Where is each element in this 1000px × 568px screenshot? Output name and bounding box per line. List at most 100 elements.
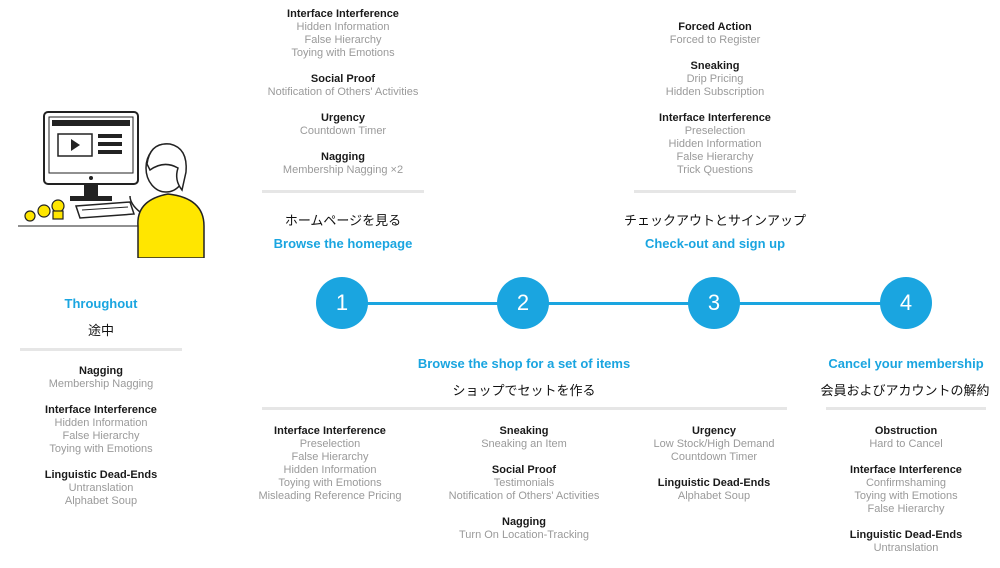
pattern-item: Membership Nagging ×2 [282,164,404,176]
pattern-item: Hidden Information [54,417,148,429]
pattern-heading: Interface Interference [45,404,157,416]
stage-4-node: 4 [880,277,932,329]
pattern-heading: Nagging [79,365,123,377]
stage-3-bottom-patterns: Urgency Low Stock/High Demand Countdown … [632,425,796,516]
pattern-item: Confirmshaming [865,477,947,489]
pattern-heading: Interface Interference [850,464,962,476]
pattern-item: Notification of Others' Activities [448,490,600,502]
pattern-heading: Nagging [321,151,365,163]
pattern-item: Trick Questions [676,164,753,176]
pattern-item: Alphabet Soup [64,495,138,507]
pattern-group: Social Proof Notification of Others' Act… [262,73,424,99]
pattern-group: Interface Interference Hidden Informatio… [20,404,182,456]
stage-4-title-jp: 会員およびアカウントの解約 [820,384,990,399]
pattern-item: Drip Pricing [686,73,744,85]
pattern-item: Countdown Timer [670,451,758,463]
pattern-item: Sneaking an Item [481,438,567,450]
stage-4-bottom-patterns: Obstruction Hard to Cancel Interface Int… [826,425,986,568]
pattern-item: Misleading Reference Pricing [258,490,402,502]
pattern-heading: Sneaking [499,425,549,437]
pattern-item: Alphabet Soup [677,490,751,502]
pattern-heading: Linguistic Dead-Ends [849,529,963,541]
pattern-group: Obstruction Hard to Cancel [826,425,986,451]
pattern-item: False Hierarchy [304,34,382,46]
stage-3-node: 3 [688,277,740,329]
middle-bottom-divider [262,407,787,410]
pattern-item: Notification of Others' Activities [267,86,419,98]
pattern-group: Linguistic Dead-Ends Alphabet Soup [632,477,796,503]
pattern-item: Toying with Emotions [278,477,382,489]
pattern-item: Hidden Information [283,464,377,476]
pattern-group: Linguistic Dead-Ends Untranslation [826,529,986,555]
pattern-item: Testimonials [493,477,555,489]
pattern-item: Turn On Location-Tracking [458,529,590,541]
stage-4-bottom-divider [826,407,986,410]
pattern-item: Untranslation [68,482,134,494]
pattern-item: Hard to Cancel [869,438,943,450]
pattern-item: Hidden Subscription [665,86,765,98]
pattern-heading: Nagging [502,516,546,528]
pattern-group: Forced Action Forced to Register [634,21,796,47]
pattern-item: Hidden Information [668,138,762,150]
pattern-item: Toying with Emotions [854,490,958,502]
pattern-group: Interface Interference Hidden Informatio… [262,8,424,60]
pattern-group: Social Proof Testimonials Notification o… [432,464,616,503]
stage-3-top-divider [634,190,796,193]
stage-1-title-en: Browse the homepage [273,236,413,251]
stage-2-bottom-patterns: Sneaking Sneaking an Item Social Proof T… [432,425,616,555]
pattern-item: Hidden Information [296,21,390,33]
pattern-item: Preselection [299,438,361,450]
pattern-heading: Social Proof [310,73,376,85]
stage-2-title-en: Browse the shop for a set of items [417,356,631,371]
pattern-item: Toying with Emotions [291,47,395,59]
pattern-item: False Hierarchy [62,430,140,442]
pattern-item: Low Stock/High Demand [653,438,775,450]
pattern-group: Interface Interference Preselection Fals… [248,425,412,503]
stage-1-node: 1 [316,277,368,329]
stage-3-title-jp: チェックアウトとサインアップ [623,214,806,229]
pattern-group: Sneaking Sneaking an Item [432,425,616,451]
pattern-group: Nagging Turn On Location-Tracking [432,516,616,542]
throughout-title-en: Throughout [64,296,138,311]
pattern-item: Forced to Register [669,34,761,46]
pattern-heading: Interface Interference [274,425,386,437]
stage-2-title-jp: ショップでセットを作る [452,384,596,399]
stage-3-top-patterns: Forced Action Forced to Register Sneakin… [634,21,796,190]
stage-4-title-en: Cancel your membership [828,356,984,371]
pattern-item: False Hierarchy [867,503,945,515]
stage-1-title-jp: ホームページを見る [284,214,402,229]
pattern-heading: Interface Interference [287,8,399,20]
stage-2-node: 2 [497,277,549,329]
pattern-group: Nagging Membership Nagging ×2 [262,151,424,177]
pattern-group: Urgency Countdown Timer [262,112,424,138]
pattern-group: Interface Interference Confirmshaming To… [826,464,986,516]
pattern-heading: Urgency [691,425,737,437]
pattern-heading: Sneaking [690,60,740,72]
pattern-heading: Forced Action [678,21,752,33]
stage-1-top-divider [262,190,424,193]
pattern-item: Membership Nagging [48,378,154,390]
pattern-heading: Linguistic Dead-Ends [44,469,158,481]
pattern-group: Linguistic Dead-Ends Untranslation Alpha… [20,469,182,508]
pattern-heading: Linguistic Dead-Ends [657,477,771,489]
stage-1-bottom-patterns: Interface Interference Preselection Fals… [248,425,412,516]
pattern-heading: Social Proof [491,464,557,476]
pattern-item: False Hierarchy [676,151,754,163]
pattern-heading: Obstruction [874,425,938,437]
pattern-heading: Interface Interference [659,112,771,124]
pattern-item: Toying with Emotions [49,443,153,455]
pattern-item: False Hierarchy [291,451,369,463]
throughout-title-jp: 途中 [87,324,114,339]
pattern-group: Urgency Low Stock/High Demand Countdown … [632,425,796,464]
throughout-patterns: Nagging Membership Nagging Interface Int… [20,365,182,521]
pattern-item: Preselection [684,125,746,137]
pattern-item: Countdown Timer [299,125,387,137]
throughout-divider [20,348,182,351]
person-at-computer-illustration [18,111,205,258]
stage-3-title-en: Check-out and sign up [644,236,786,251]
timeline-line [342,302,906,305]
pattern-item: Untranslation [873,542,939,554]
pattern-group: Sneaking Drip Pricing Hidden Subscriptio… [634,60,796,99]
pattern-heading: Urgency [320,112,366,124]
stage-1-top-patterns: Interface Interference Hidden Informatio… [262,8,424,190]
